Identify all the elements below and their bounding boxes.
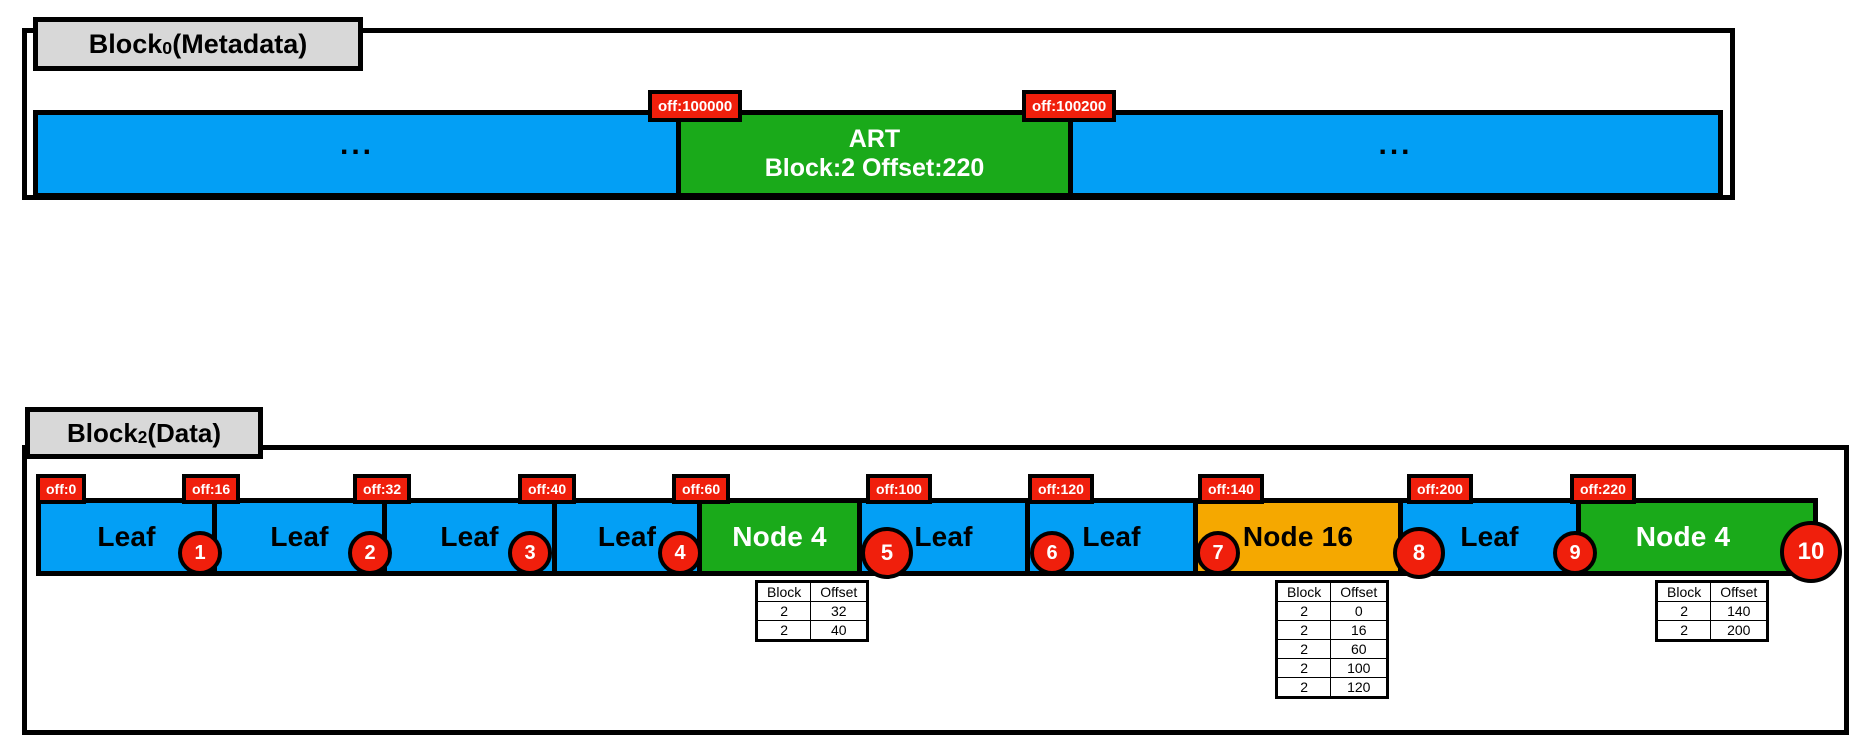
cell-offset: 0 xyxy=(1330,601,1389,621)
offset-tag-200: off:200 xyxy=(1407,474,1473,504)
ellipsis-label-left: ... xyxy=(339,128,374,161)
offset-tag-100000: off:100000 xyxy=(648,90,743,122)
data-segment-node4-10: Node 4 xyxy=(1581,503,1813,571)
data-title-prefix: Block xyxy=(66,417,138,448)
badge-6: 6 xyxy=(1030,531,1074,575)
table-row: 2 140 xyxy=(1655,601,1769,621)
metadata-title-subscript: 0 xyxy=(162,38,173,59)
offset-tag-32: off:32 xyxy=(353,474,412,504)
table-row: 2 100 xyxy=(1275,658,1389,678)
metadata-segment-right-ellipsis: ... xyxy=(1073,115,1718,193)
offset-tag-100: off:100 xyxy=(866,474,932,504)
ellipsis-label-right: ... xyxy=(1378,128,1413,161)
badge-1: 1 xyxy=(178,531,222,575)
segment-label: Leaf xyxy=(440,521,499,552)
table-row: 2 0 xyxy=(1275,601,1389,621)
badge-9: 9 xyxy=(1553,531,1597,575)
table-row: 2 120 xyxy=(1275,677,1389,698)
offset-tag-220: off:220 xyxy=(1570,474,1636,504)
segment-label: Node 4 xyxy=(1635,521,1731,552)
badge-8: 8 xyxy=(1393,527,1445,579)
table-header-block: Block xyxy=(1655,581,1712,602)
offset-tag-60: off:60 xyxy=(672,474,731,504)
cell-offset: 140 xyxy=(1710,601,1769,621)
badge-5: 5 xyxy=(861,527,913,579)
table-header-block: Block xyxy=(1275,581,1332,602)
cell-block: 2 xyxy=(755,620,812,641)
cell-block: 2 xyxy=(1655,620,1712,641)
pointer-table-node16-8: Block Offset 2 0 2 16 2 60 2 100 2 120 xyxy=(1275,580,1390,699)
cell-block: 2 xyxy=(1275,677,1332,698)
cell-offset: 40 xyxy=(810,620,869,641)
table-header-row: Block Offset xyxy=(1275,581,1389,602)
cell-block: 2 xyxy=(1275,620,1332,640)
table-header-offset: Offset xyxy=(1710,581,1769,602)
segment-label: Leaf xyxy=(1082,521,1141,552)
table-header-row: Block Offset xyxy=(1655,581,1769,602)
data-segment-node4-5: Node 4 xyxy=(702,503,862,571)
table-row: 2 32 xyxy=(755,601,869,621)
cell-block: 2 xyxy=(1275,639,1332,659)
table-row: 2 60 xyxy=(1275,639,1389,659)
segment-label: Leaf xyxy=(914,521,973,552)
badge-7: 7 xyxy=(1196,531,1240,575)
art-pointer-label: Block:2 Offset:220 xyxy=(764,154,985,182)
offset-tag-40: off:40 xyxy=(518,474,577,504)
table-header-offset: Offset xyxy=(1330,581,1389,602)
badge-4: 4 xyxy=(658,531,702,575)
table-header-row: Block Offset xyxy=(755,581,869,602)
metadata-title-prefix: Block xyxy=(88,28,163,59)
table-header-offset: Offset xyxy=(810,581,869,602)
offset-tag-100200: off:100200 xyxy=(1022,90,1117,122)
segment-label: Node 16 xyxy=(1242,521,1354,552)
cell-block: 2 xyxy=(1275,601,1332,621)
offset-tag-0: off:0 xyxy=(36,474,87,504)
cell-block: 2 xyxy=(1275,658,1332,678)
metadata-segment-left-ellipsis: ... xyxy=(38,115,681,193)
table-row: 2 16 xyxy=(1275,620,1389,640)
badge-2: 2 xyxy=(348,531,392,575)
cell-offset: 120 xyxy=(1330,677,1389,698)
offset-tag-140: off:140 xyxy=(1198,474,1264,504)
data-title-suffix: (Data) xyxy=(147,417,222,448)
metadata-segment-art: ART Block:2 Offset:220 xyxy=(681,115,1073,193)
segment-label: Leaf xyxy=(597,521,657,552)
pointer-table-node4-10: Block Offset 2 140 2 200 xyxy=(1655,580,1770,642)
cell-offset: 16 xyxy=(1330,620,1389,640)
metadata-title-suffix: (Metadata) xyxy=(172,28,308,59)
cell-offset: 60 xyxy=(1330,639,1389,659)
art-label: ART xyxy=(848,124,901,153)
data-segment-bar: Leaf Leaf Leaf Leaf Node 4 Leaf Leaf Nod… xyxy=(36,498,1818,576)
segment-label: Leaf xyxy=(1460,521,1519,552)
cell-block: 2 xyxy=(1655,601,1712,621)
offset-tag-120: off:120 xyxy=(1028,474,1094,504)
badge-3: 3 xyxy=(508,531,552,575)
cell-offset: 200 xyxy=(1710,620,1769,641)
segment-label: Leaf xyxy=(97,521,156,552)
cell-offset: 100 xyxy=(1330,658,1389,678)
table-row: 2 200 xyxy=(1655,620,1769,641)
badge-10: 10 xyxy=(1780,521,1842,583)
offset-tag-16: off:16 xyxy=(182,474,241,504)
data-block-frame xyxy=(22,445,1849,735)
segment-label: Node 4 xyxy=(732,521,827,552)
cell-offset: 32 xyxy=(810,601,869,621)
pointer-table-node4-5: Block Offset 2 32 2 40 xyxy=(755,580,870,642)
segment-label: Leaf xyxy=(270,521,329,552)
cell-block: 2 xyxy=(755,601,812,621)
table-header-block: Block xyxy=(755,581,812,602)
table-row: 2 40 xyxy=(755,620,869,641)
metadata-segment-bar: ... ART Block:2 Offset:220 ... xyxy=(33,110,1723,198)
data-title-subscript: 2 xyxy=(137,426,148,447)
